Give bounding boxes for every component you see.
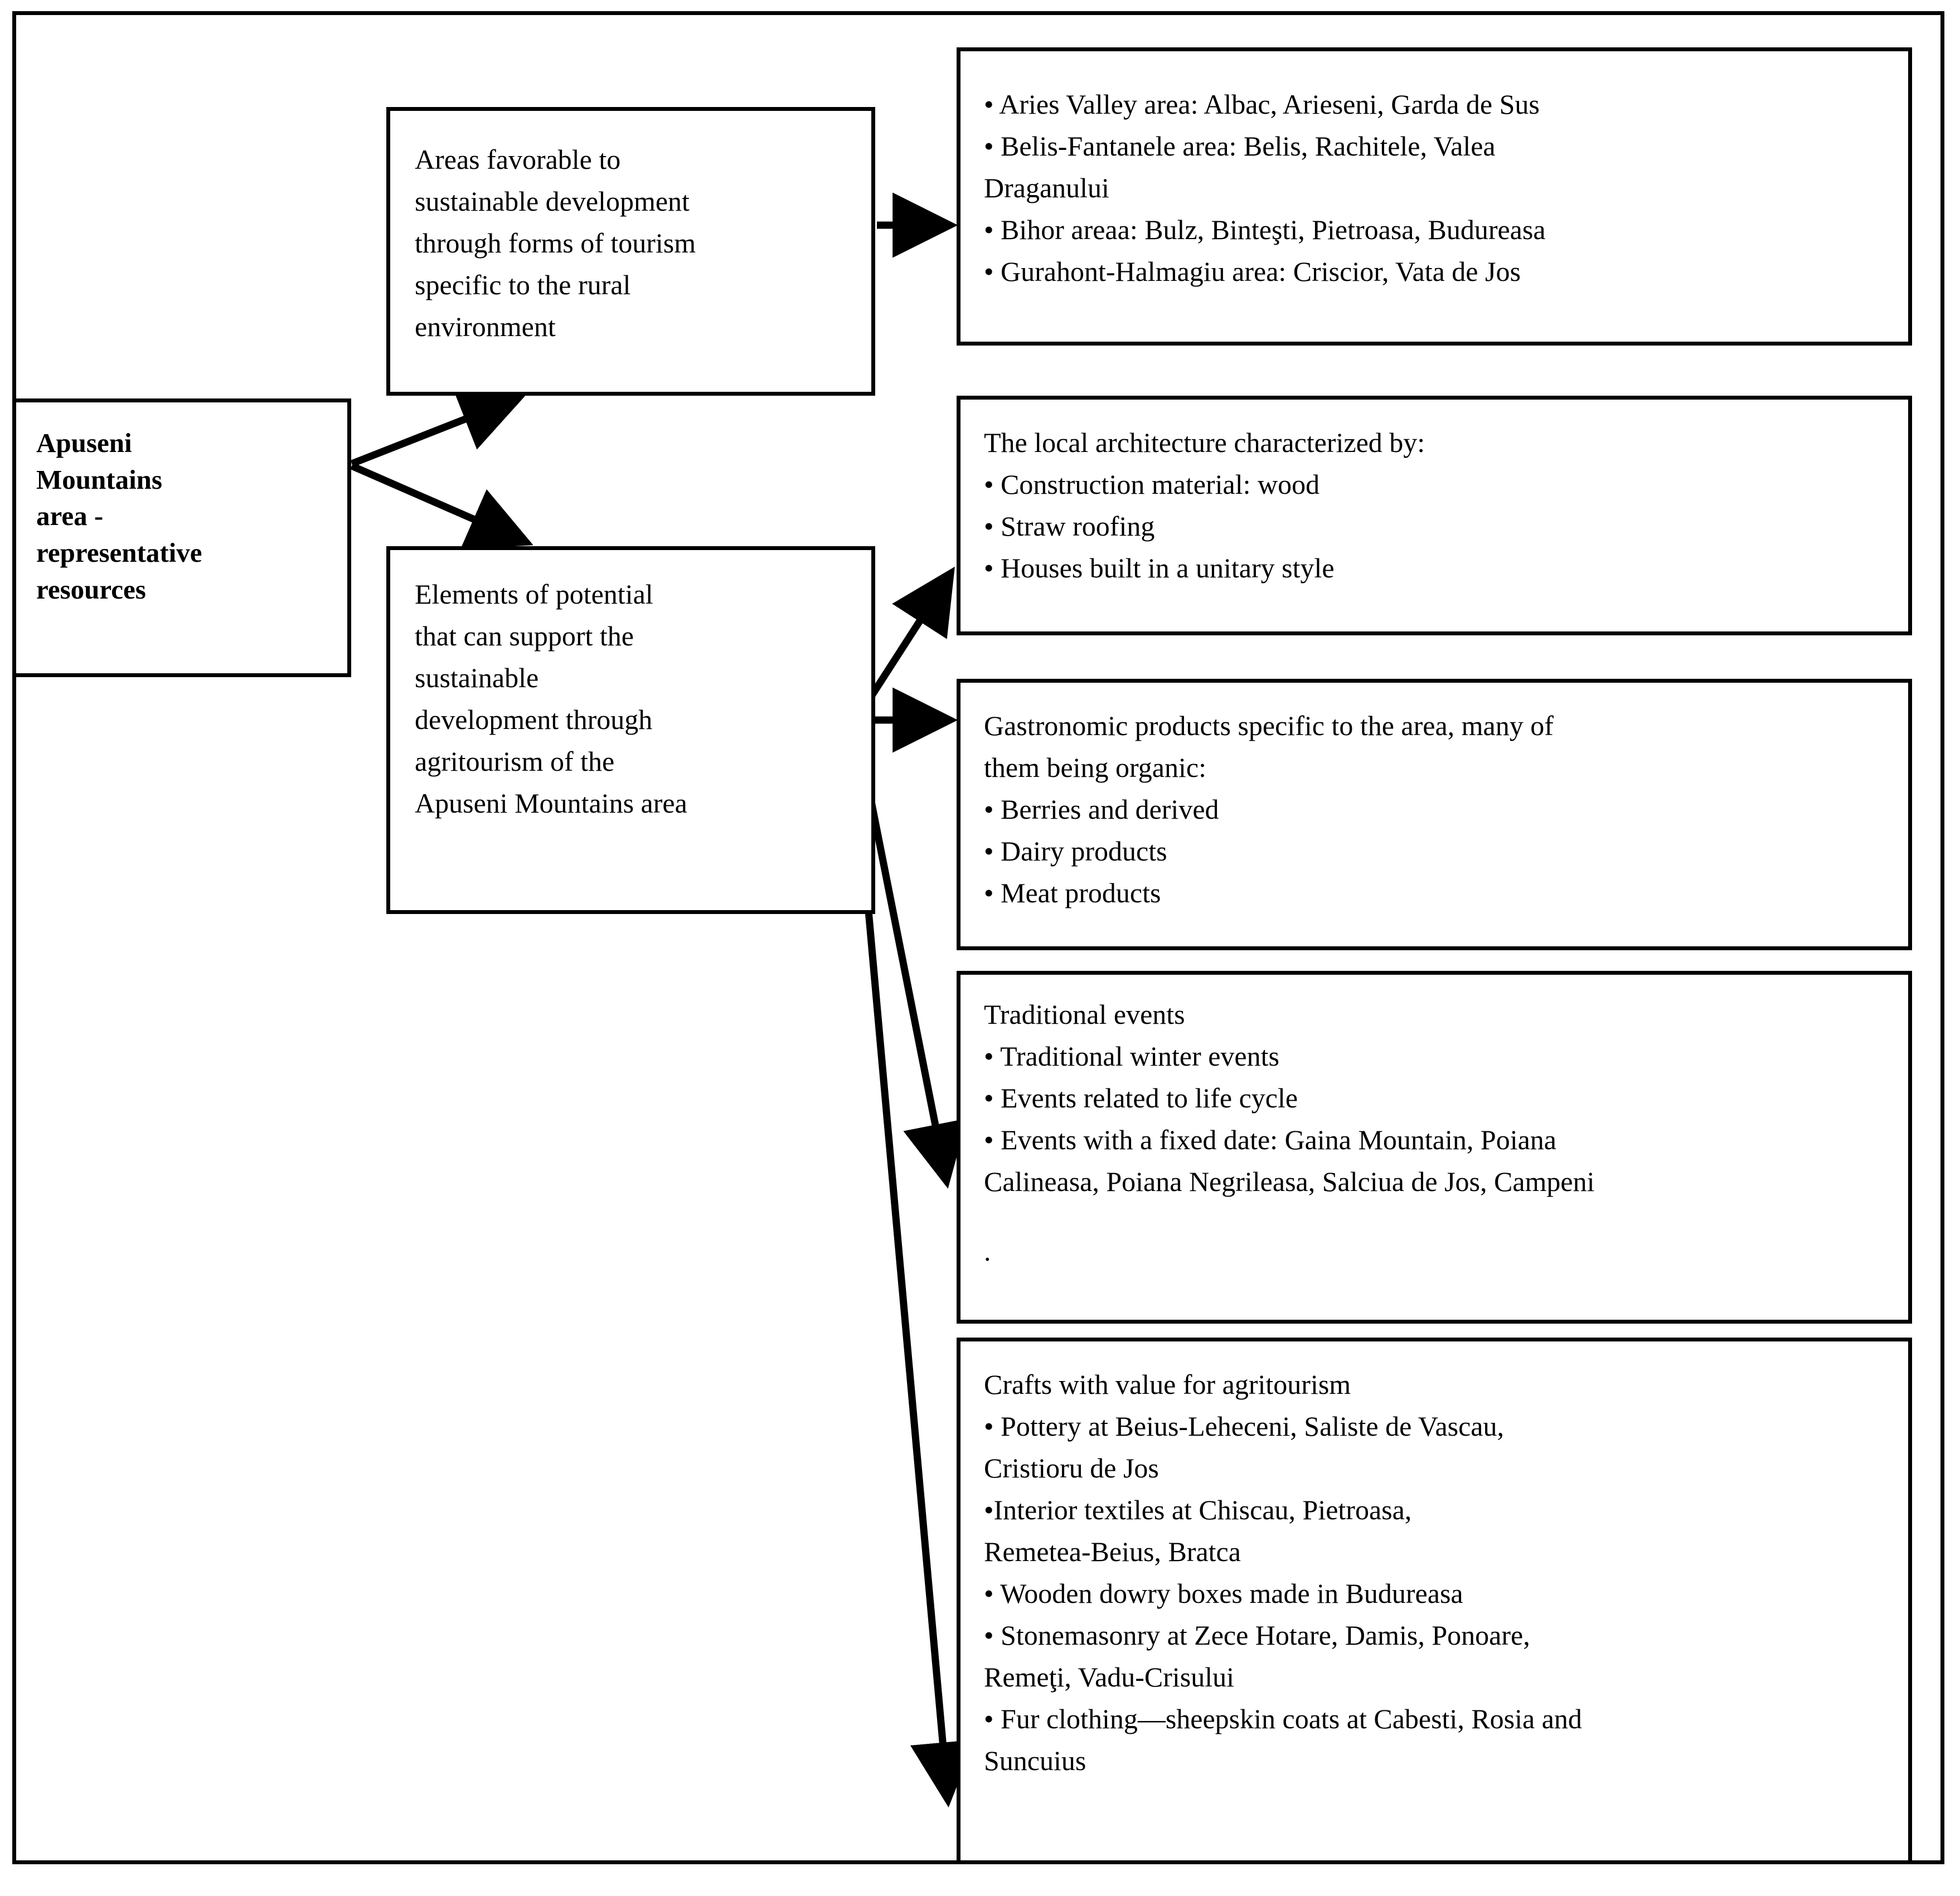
areas-list-line-1: • Belis-Fantanele area: Belis, Rachitele… (984, 130, 1496, 162)
box-traditional-events[interactable]: Traditional events • Traditional winter … (957, 971, 1912, 1324)
box-crafts[interactable]: Crafts with value for agritourism • Pott… (957, 1338, 1912, 1864)
architecture-line-1: • Construction material: wood (984, 469, 1320, 500)
root-line-3: representative (36, 537, 202, 568)
events-line-6: . (984, 1236, 991, 1267)
box-areas-favorable[interactable]: Areas favorable to sustainable developme… (386, 107, 875, 396)
areas-list-line-4: • Gurahont-Halmagiu area: Criscior, Vata… (984, 256, 1521, 287)
crafts-line-3: •Interior textiles at Chiscau, Pietroasa… (984, 1494, 1412, 1525)
areas-favorable-line-1: sustainable development (415, 186, 690, 217)
elements-line-0: Elements of potential (415, 578, 653, 610)
box-local-architecture[interactable]: The local architecture characterized by:… (957, 396, 1912, 635)
box-areas-list[interactable]: • Aries Valley area: Albac, Arieseni, Ga… (957, 47, 1912, 346)
crafts-line-5: • Wooden dowry boxes made in Budureasa (984, 1578, 1463, 1609)
gastronomic-line-0: Gastronomic products specific to the are… (984, 710, 1554, 741)
crafts-line-0: Crafts with value for agritourism (984, 1369, 1351, 1400)
root-line-0: Apuseni (36, 427, 132, 458)
architecture-line-2: • Straw roofing (984, 511, 1155, 542)
areas-favorable-line-2: through forms of tourism (415, 227, 696, 259)
gastronomic-line-2: • Berries and derived (984, 794, 1219, 825)
gastronomic-line-4: • Meat products (984, 877, 1161, 908)
events-line-4: Calineasa, Poiana Negrileasa, Salciua de… (984, 1166, 1595, 1197)
elements-line-1: that can support the (415, 620, 634, 652)
crafts-line-7: Remeţi, Vadu-Crisului (984, 1661, 1235, 1693)
root-line-2: area - (36, 500, 104, 532)
crafts-line-1: • Pottery at Beius-Leheceni, Saliste de … (984, 1411, 1504, 1442)
gastronomic-line-3: • Dairy products (984, 835, 1167, 867)
gastronomic-line-1: them being organic: (984, 752, 1206, 783)
elements-line-3: development through (415, 704, 653, 735)
elements-line-4: agritourism of the (415, 746, 615, 777)
events-line-5 (984, 1203, 1885, 1231)
box-gastronomic-products[interactable]: Gastronomic products specific to the are… (957, 679, 1912, 950)
architecture-line-3: • Houses built in a unitary style (984, 552, 1335, 584)
box-apuseni-root[interactable]: Apuseni Mountains area - representative … (12, 398, 351, 677)
events-line-0: Traditional events (984, 999, 1185, 1030)
events-line-2: • Events related to life cycle (984, 1082, 1298, 1114)
areas-list-line-2: Draganului (984, 172, 1109, 203)
events-line-3: • Events with a fixed date: Gaina Mounta… (984, 1124, 1556, 1155)
root-line-1: Mountains (36, 464, 163, 495)
events-line-1: • Traditional winter events (984, 1041, 1279, 1072)
areas-favorable-line-0: Areas favorable to (415, 144, 621, 175)
elements-line-5: Apuseni Mountains area (415, 787, 687, 819)
box-elements-of-potential[interactable]: Elements of potential that can support t… (386, 546, 875, 914)
elements-line-2: sustainable (415, 662, 539, 693)
areas-favorable-line-3: specific to the rural (415, 269, 631, 300)
root-line-4: resources (36, 573, 146, 605)
crafts-line-8: • Fur clothing—sheepskin coats at Cabest… (984, 1703, 1582, 1734)
crafts-line-2: Cristioru de Jos (984, 1452, 1159, 1484)
crafts-line-4: Remetea-Beius, Bratca (984, 1536, 1241, 1567)
crafts-line-6: • Stonemasonry at Zece Hotare, Damis, Po… (984, 1620, 1530, 1651)
areas-favorable-line-4: environment (415, 311, 556, 342)
areas-list-line-3: • Bihor areaa: Bulz, Binteşti, Pietroasa… (984, 214, 1546, 245)
crafts-line-9: Suncuius (984, 1745, 1086, 1776)
areas-list-line-0: • Aries Valley area: Albac, Arieseni, Ga… (984, 89, 1540, 120)
architecture-line-0: The local architecture characterized by: (984, 427, 1425, 458)
